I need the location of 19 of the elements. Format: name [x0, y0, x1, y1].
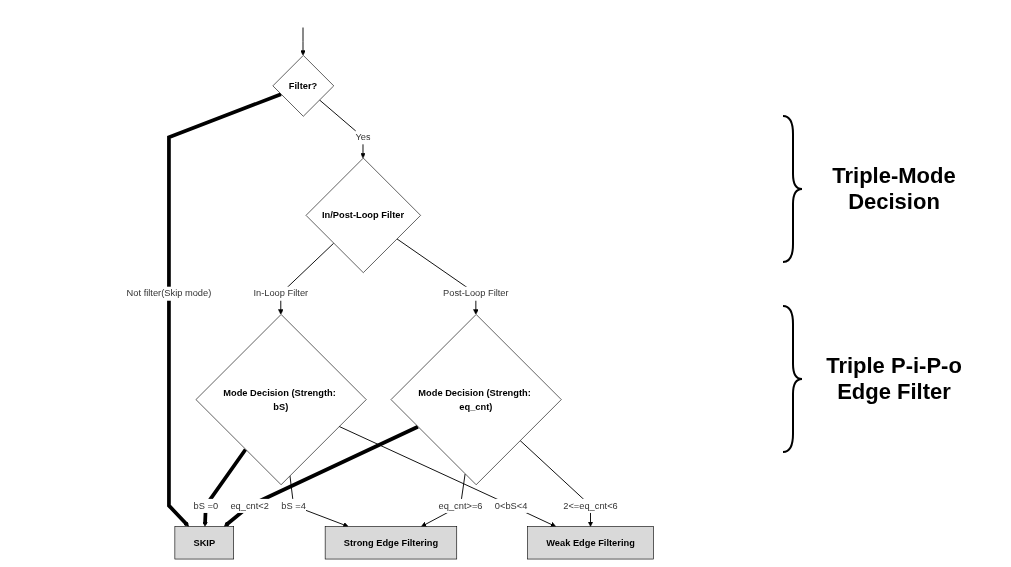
node-box: Weak Edge Filtering — [527, 525, 654, 559]
bracket-label: Triple-Mode Decision — [831, 162, 957, 215]
edge-label: Post-Loop Filter — [443, 287, 509, 298]
edge-label: 2<=eq_cnt<6 — [563, 499, 618, 510]
node-box: Strong Edge Filtering — [324, 525, 458, 559]
edge-label: 0<bS<4 — [494, 499, 528, 510]
node-box: SKIP — [174, 525, 234, 559]
edge-label: eq_cnt<2 — [230, 499, 269, 510]
node-diamond: Filter? — [272, 54, 335, 117]
edge-label: In-Loop Filter — [253, 287, 309, 298]
bracket-label: Triple P-i-P-o Edge Filter — [825, 352, 963, 405]
edge-label: Yes — [355, 130, 371, 142]
node-diamond: Mode Decision (Strength: bS) — [195, 313, 367, 485]
edge-label: bS =0 — [193, 499, 219, 510]
node-diamond: In/Post-Loop Filter — [305, 157, 421, 273]
edge-label: bS =4 — [281, 499, 306, 510]
node-diamond: Mode Decision (Strength: eq_cnt) — [390, 313, 562, 485]
edge-label: eq_cnt>=6 — [438, 499, 483, 510]
edge-label: Not filter(Skip mode) — [126, 287, 212, 298]
